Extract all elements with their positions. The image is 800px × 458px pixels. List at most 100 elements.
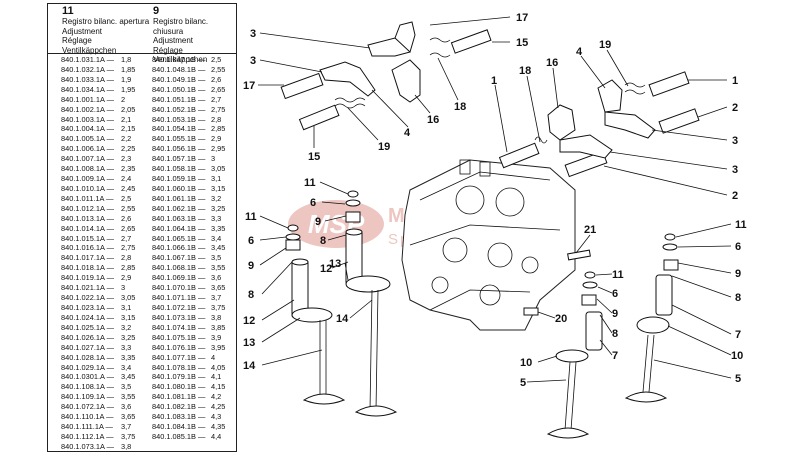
callouts: 3 3 17 15 19 16 4 18 17 15 1 18 16 4 19 … [243, 12, 747, 389]
opening-shim-code: 840.1.025.1A — [61, 322, 115, 332]
opening-shim-code: 840.1.072.1A — [61, 402, 115, 412]
rocker-arm-upper [319, 21, 421, 103]
callout-14: 14 [243, 360, 256, 372]
closing-shim-size: 2,6 [211, 74, 222, 84]
callout-15: 15 [308, 151, 320, 163]
closing-shim-code: 840.1.073.1B — [152, 312, 206, 322]
closing-shim-size: 2,85 [211, 124, 226, 134]
opening-shim-size: 3,6 [121, 402, 132, 412]
closing-shim-size: 3 [211, 154, 216, 164]
closing-shim-size: 3,4 [211, 233, 222, 243]
callout-13: 13 [329, 258, 341, 270]
opening-shim-code: 840.1.007.1A — [61, 154, 115, 164]
opening-shim-size: 2,6 [121, 213, 132, 223]
shim-table-header: 11 Registro bilanc. apertura Adjustment … [48, 4, 236, 64]
opening-shim-size: 3,75 [121, 431, 136, 441]
closing-shim-size: 3,85 [211, 322, 226, 332]
closing-shim-code: 840.1.078.1B — [152, 362, 206, 372]
opening-shim-code: 840.1.017.1A — [61, 253, 115, 263]
callout-3: 3 [732, 135, 738, 147]
opening-shim-size: 3,15 [121, 312, 136, 322]
closing-shim-code: 840.1.068.1B — [152, 263, 206, 273]
closing-shim-code: 840.1.076.1B — [152, 342, 206, 352]
opening-shim-code: 840.1.028.1A — [61, 352, 115, 362]
callout-13: 13 [243, 337, 255, 349]
opening-shim-size: 1,95 [121, 84, 136, 94]
opening-shim-size: 2,7 [121, 233, 132, 243]
opening-shim-size: 1,9 [121, 74, 132, 84]
closing-shim-code: 840.1.062.1B — [152, 203, 206, 213]
cylinder-head [401, 159, 576, 331]
opening-shim-size: 2,35 [121, 164, 136, 174]
closing-shim-code: 840.1.056.1B — [152, 144, 206, 154]
opening-shim-size: 2,45 [121, 183, 136, 193]
opening-shim-code: 840.1.031.1A — [61, 55, 115, 64]
closing-shim-size: 3,35 [211, 223, 226, 233]
closing-shim-size: 2,65 [211, 84, 226, 94]
callout-19: 19 [378, 141, 390, 153]
opening-shim-size: 3,3 [121, 342, 132, 352]
opening-shim-code: 840.1.011.1A — [61, 193, 114, 203]
valve-train-left [285, 190, 398, 417]
callout-6: 6 [310, 197, 316, 209]
closing-shim-code: 840.1.070.1B — [152, 283, 206, 293]
opening-shim-size: 2,85 [121, 263, 136, 273]
opening-shim-code: 840.1.033.1A — [61, 74, 115, 84]
opening-shim-code: 840.1.003.1A — [61, 114, 115, 124]
closing-shim-size: 2,8 [211, 114, 222, 124]
opening-shim-code: 840.1.034.1A — [61, 84, 115, 94]
callout-10: 10 [731, 350, 743, 362]
opening-shim-size: 2,5 [121, 193, 132, 203]
closing-shim-size: 3,8 [211, 312, 222, 322]
closing-shim-code: 840.1.081.1B — [152, 392, 206, 402]
opening-shim-code: 840.1.021.1A — [61, 283, 115, 293]
callout-12: 12 [243, 315, 255, 327]
opening-shim-size: 2,4 [121, 174, 132, 184]
closing-shim-size: 2,7 [211, 94, 222, 104]
opening-shim-code: 840.1.022.1A — [61, 293, 115, 303]
opening-shim-code: 840.1.112.1A — [61, 431, 114, 441]
opening-shim-code: 840.1.008.1A — [61, 164, 115, 174]
closing-shim-code: 840.1.052.1B — [152, 104, 206, 114]
closing-shim-code: 840.1.067.1B — [152, 253, 206, 263]
closing-shim-size: 3,15 [211, 183, 226, 193]
closing-shim-header: 9 Registro bilanc. chiusura Adjustment R… [153, 6, 236, 65]
opening-shim-size: 2 [121, 94, 126, 104]
callout-14: 14 [336, 313, 349, 325]
closing-shim-size: 3,9 [211, 332, 222, 342]
closing-shim-size: 2,95 [211, 144, 226, 154]
closing-shim-code: 840.1.077.1B — [152, 352, 206, 362]
closing-shim-size: 3,7 [211, 293, 222, 303]
opening-shim-size: 1,8 [121, 55, 132, 64]
callout-4: 4 [576, 46, 583, 58]
closing-shim-size: 4,2 [211, 392, 222, 402]
closing-shim-size: 3,65 [211, 283, 226, 293]
closing-shim-code: 840.1.057.1B — [152, 154, 206, 164]
leader-lines [258, 16, 732, 383]
opening-shim-code: 840.1.019.1A — [61, 273, 115, 283]
closing-shim-code: 840.1.075.1B — [152, 332, 206, 342]
closing-shim-size: 4,1 [211, 372, 222, 382]
opening-shim-size: 3,25 [121, 332, 136, 342]
closing-shim-code: 840.1.074.1B — [152, 322, 206, 332]
callout-9: 9 [612, 308, 618, 320]
closing-shim-size: 4,4 [211, 431, 222, 441]
closing-shim-code: 840.1.066.1B — [152, 243, 206, 253]
closing-shim-code: 840.1.080.1B — [152, 382, 206, 392]
